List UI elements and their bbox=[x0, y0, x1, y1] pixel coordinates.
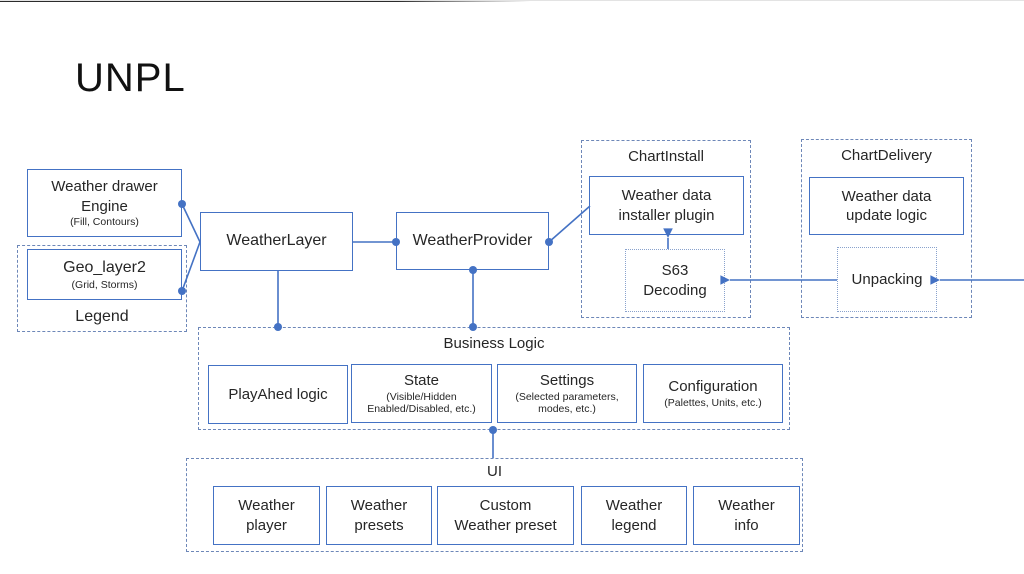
node-label: Weather data bbox=[621, 187, 712, 204]
connector-drawer-to-weatherlayer bbox=[181, 203, 201, 243]
node-label: info bbox=[734, 516, 759, 534]
node-custom-weather-preset: Custom Weather preset bbox=[437, 486, 574, 545]
top-border-line bbox=[0, 0, 530, 2]
node-label: Weather drawer bbox=[51, 178, 158, 196]
node-label: Decoding bbox=[643, 281, 707, 299]
node-label: player bbox=[246, 516, 287, 534]
node-label: Weather bbox=[238, 497, 295, 514]
node-label: Geo_layer2 bbox=[63, 258, 146, 276]
node-sublabel: (Grid, Storms) bbox=[71, 278, 138, 291]
node-settings: Settings (Selected parameters, modes, et… bbox=[497, 364, 637, 423]
node-label: WeatherLayer bbox=[226, 232, 327, 250]
ui-group: UI bbox=[186, 458, 803, 552]
node-weather-legend: Weather legend bbox=[581, 486, 687, 545]
node-label: Configuration bbox=[668, 378, 758, 396]
top-border-line-faint bbox=[0, 0, 1024, 1]
chart-delivery-group-label: ChartDelivery bbox=[841, 147, 932, 164]
node-label: Unpacking bbox=[851, 270, 923, 288]
node-label: Weather bbox=[350, 497, 408, 514]
node-label: Weather preset bbox=[454, 516, 557, 534]
node-label: update logic bbox=[846, 207, 927, 224]
node-label: presets bbox=[354, 516, 404, 534]
node-s63-decoding: S63 Decoding bbox=[625, 249, 725, 312]
node-weather-drawer-engine: Weather drawer Engine (Fill, Contours) bbox=[27, 169, 182, 237]
node-weather-provider: WeatherProvider bbox=[396, 212, 549, 270]
node-label: Weather bbox=[718, 497, 775, 514]
chart-install-group-label: ChartInstall bbox=[628, 148, 704, 165]
node-sublabel: modes, etc.) bbox=[538, 403, 596, 416]
node-configuration: Configuration (Palettes, Units, etc.) bbox=[643, 364, 783, 423]
node-state: State (Visible/Hidden Enabled/Disabled, … bbox=[351, 364, 492, 423]
node-weather-data-installer-plugin: Weather data installer plugin bbox=[589, 176, 744, 235]
node-sublabel: (Palettes, Units, etc.) bbox=[664, 396, 762, 409]
node-sublabel: Enabled/Disabled, etc.) bbox=[367, 403, 476, 416]
node-sublabel: (Fill, Contours) bbox=[70, 216, 139, 229]
node-label: legend bbox=[611, 516, 657, 534]
node-geo-layer2: Geo_layer2 (Grid, Storms) bbox=[27, 249, 182, 300]
node-unpacking: Unpacking bbox=[837, 247, 937, 312]
page-title: UNPL bbox=[75, 56, 186, 100]
node-weather-presets: Weather presets bbox=[326, 486, 432, 545]
node-label: Engine bbox=[81, 197, 128, 215]
node-weather-player: Weather player bbox=[213, 486, 320, 545]
legend-group-label: Legend bbox=[75, 308, 129, 325]
node-weather-data-update-logic: Weather data update logic bbox=[809, 177, 964, 235]
node-sublabel: (Selected parameters, bbox=[515, 390, 619, 403]
node-label: Settings bbox=[539, 372, 595, 390]
node-sublabel: (Visible/Hidden bbox=[386, 390, 457, 403]
node-label: PlayAhed logic bbox=[228, 385, 328, 403]
chart-delivery-group: ChartDelivery bbox=[801, 139, 972, 318]
node-weather-layer: WeatherLayer bbox=[200, 212, 353, 271]
node-label: installer plugin bbox=[618, 206, 715, 224]
node-playahed-logic: PlayAhed logic bbox=[208, 365, 348, 424]
business-logic-group-label: Business Logic bbox=[443, 335, 545, 352]
node-label: S63 bbox=[661, 262, 689, 279]
node-label: Weather bbox=[605, 497, 663, 514]
node-label: Custom bbox=[479, 497, 532, 514]
ui-group-label: UI bbox=[487, 463, 502, 480]
node-label: WeatherProvider bbox=[412, 231, 533, 249]
node-weather-info: Weather info bbox=[693, 486, 800, 545]
node-label: Weather data bbox=[841, 187, 932, 205]
node-label: State bbox=[403, 372, 440, 390]
